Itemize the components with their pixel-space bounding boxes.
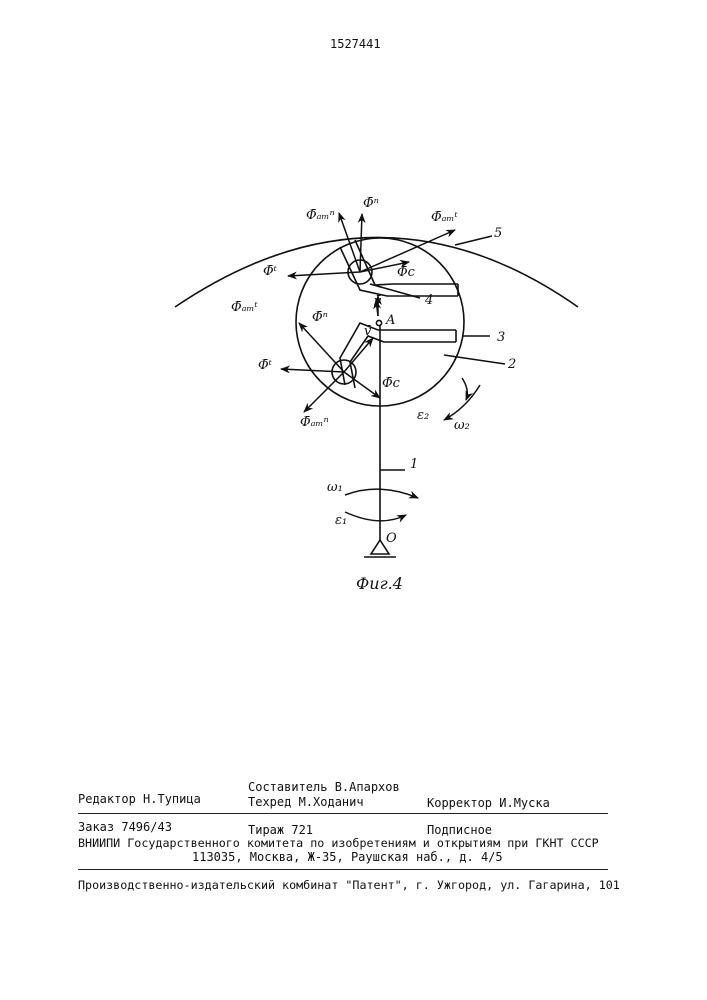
label-eps2: ε₂	[417, 408, 429, 423]
label-omega2: ω₂	[454, 418, 470, 433]
label-eps1: ε₁	[335, 513, 347, 528]
techred: Техред М.Ходанич	[248, 795, 364, 809]
label-num-3: 3	[497, 330, 505, 345]
label-phi-c-lower: Φ̄c	[382, 376, 400, 391]
label-v-upper: v̄	[374, 294, 381, 309]
label-phi-n-mid: Φ̄ⁿ	[312, 310, 328, 325]
label-phi-am-t-top: Φ̄ₐₘᵗ	[431, 210, 458, 225]
label-num-1: 1	[410, 457, 418, 472]
label-phi-n-top: Φ̄ⁿ	[363, 196, 379, 211]
label-num-5: 5	[494, 226, 502, 241]
order: Заказ 7496/43	[78, 820, 172, 834]
point-a	[376, 320, 381, 325]
editor: Редактор Н.Тупица	[78, 792, 201, 806]
label-phi-am-n-bottom: Φ̄ₐₘⁿ	[300, 415, 329, 430]
label-v-lower: v̄	[364, 324, 371, 339]
printer: Производственно-издательский комбинат "П…	[78, 878, 620, 892]
label-phi-c-upper: Φ̄c	[397, 265, 415, 280]
mechanism-diagram	[0, 0, 707, 620]
divider-2	[78, 869, 608, 870]
label-phi-am-n-top: Φ̄ₐₘⁿ	[306, 208, 335, 223]
org-line: ВНИИПИ Государственного комитета по изоб…	[78, 836, 599, 850]
subscription: Подписное	[427, 823, 492, 837]
label-phi-t-lower: Φ̄ᵗ	[258, 358, 272, 373]
label-num-4: 4	[425, 293, 433, 308]
label-point-o: O	[386, 531, 397, 546]
label-phi-am-t-left: Φ̄ₐₘᵗ	[231, 300, 258, 315]
compiler: Составитель В.Апархов	[248, 780, 400, 794]
label-num-2: 2	[508, 357, 516, 372]
address: 113035, Москва, Ж-35, Раушская наб., д. …	[192, 850, 503, 864]
circulation: Тираж 721	[248, 823, 313, 837]
figure-caption: Фиг.4	[356, 574, 403, 593]
label-point-a: A	[386, 313, 395, 328]
corrector: Корректор И.Муска	[427, 796, 550, 810]
label-phi-t-upper: Φ̄ᵗ	[263, 264, 277, 279]
label-omega1: ω₁	[327, 480, 343, 495]
divider-1	[78, 813, 608, 814]
